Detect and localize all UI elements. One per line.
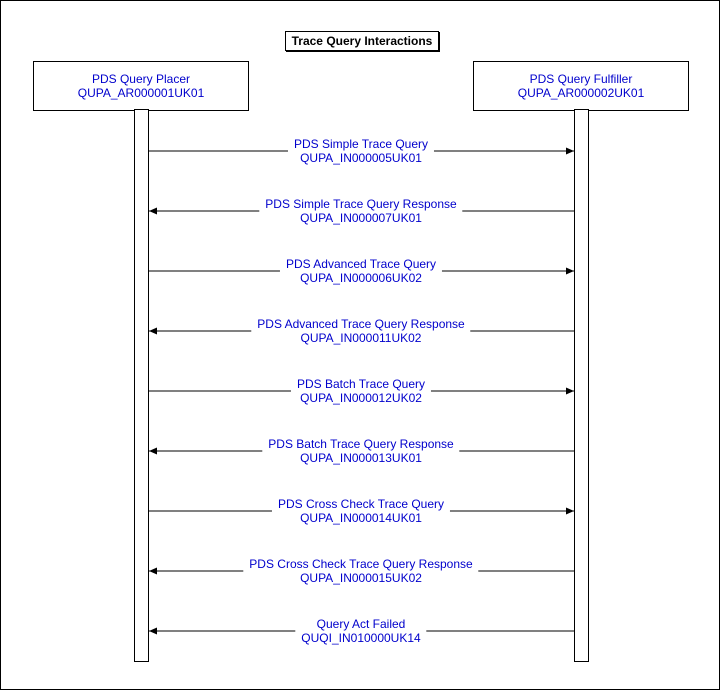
message-arrow-head: [149, 567, 157, 575]
message-code: QUPA_IN000007UK01: [300, 211, 422, 225]
actor-name: PDS Query Fulfiller: [529, 72, 633, 86]
message-name: PDS Advanced Trace Query Response: [257, 317, 465, 331]
message-code: QUPA_IN000013UK01: [300, 451, 422, 465]
message-arrow-head: [566, 507, 574, 515]
message-name: PDS Advanced Trace Query: [285, 257, 437, 271]
message-arrow-head: [149, 627, 157, 635]
message-arrow-head: [149, 207, 157, 215]
message-name: PDS Cross Check Trace Query: [277, 497, 445, 511]
message-arrow-head: [566, 267, 574, 275]
message-code: QUQI_IN010000UK14: [301, 631, 421, 645]
actor-code: QUPA_AR000001UK01: [77, 86, 205, 100]
message-arrow-head: [566, 387, 574, 395]
message-code: QUPA_IN000014UK01: [300, 511, 422, 525]
message-arrow-head: [149, 327, 157, 335]
message-arrow-head: [566, 147, 574, 155]
message-name: PDS Simple Trace Query: [293, 137, 429, 151]
actor-query-placer: PDS Query Placer QUPA_AR000001UK01: [33, 61, 249, 111]
diagram-title: Trace Query Interactions: [285, 31, 439, 51]
message-name: PDS Batch Trace Query Response: [268, 437, 454, 451]
lifeline-query-fulfiller: [574, 109, 589, 662]
actor-query-fulfiller: PDS Query Fulfiller QUPA_AR000002UK01: [473, 61, 689, 111]
message-name: Query Act Failed: [316, 617, 406, 631]
message-name: PDS Batch Trace Query: [296, 377, 426, 391]
actor-code: QUPA_AR000002UK01: [517, 86, 645, 100]
message-arrow-head: [149, 447, 157, 455]
actor-name: PDS Query Placer: [91, 72, 191, 86]
message-code: QUPA_IN000015UK02: [300, 571, 422, 585]
message-code: QUPA_IN000011UK02: [300, 331, 422, 345]
message-name: PDS Cross Check Trace Query Response: [249, 557, 473, 571]
lifeline-query-placer: [134, 109, 149, 662]
message-code: QUPA_IN000005UK01: [300, 151, 422, 165]
message-code: QUPA_IN000012UK02: [300, 391, 422, 405]
message-name: PDS Simple Trace Query Response: [265, 197, 457, 211]
message-code: QUPA_IN000006UK02: [300, 271, 422, 285]
